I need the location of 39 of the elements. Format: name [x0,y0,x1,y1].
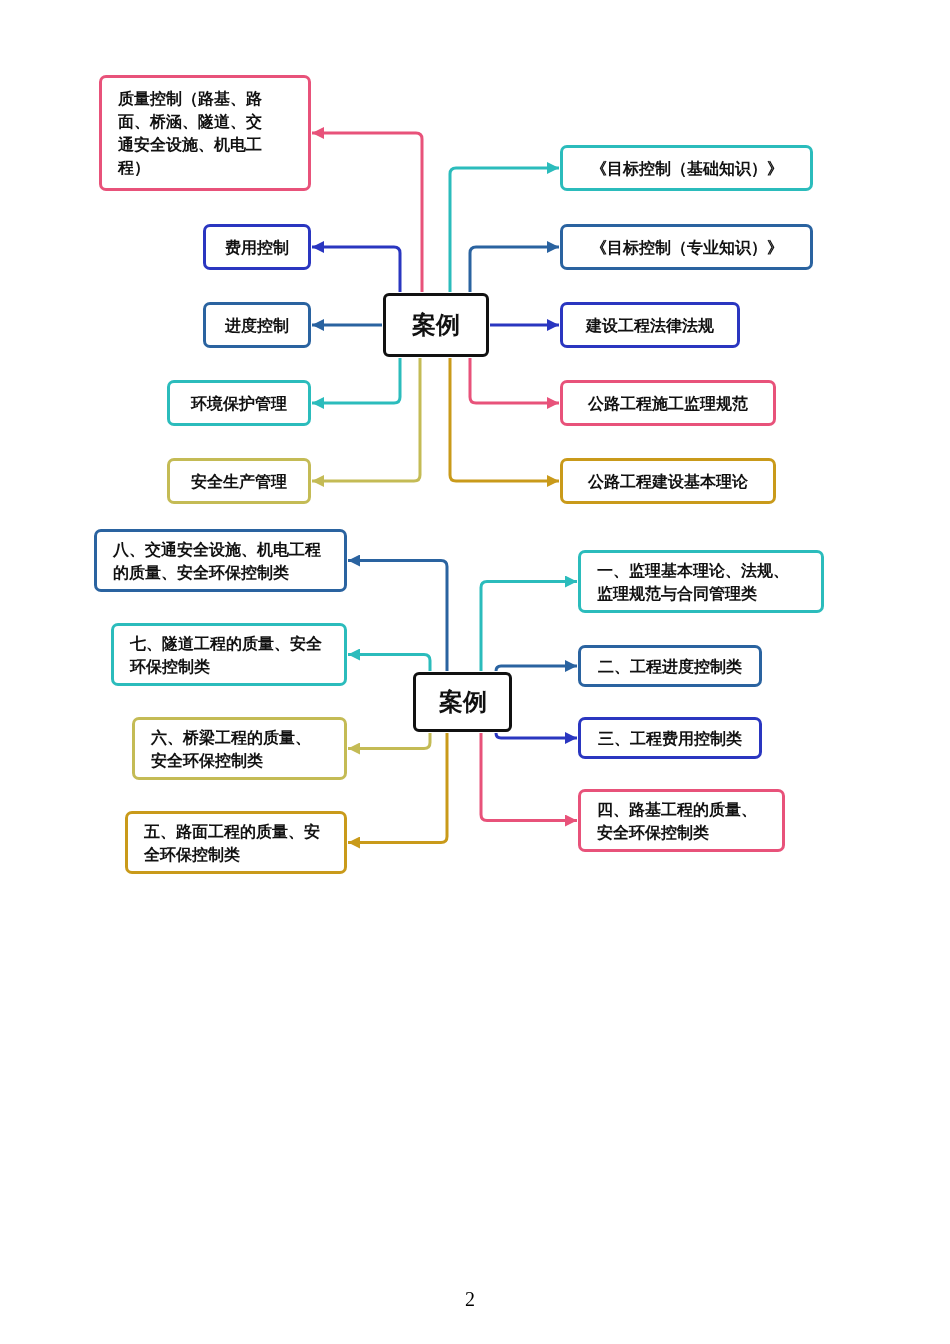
topic-box: 公路工程施工监理规范 [560,380,776,426]
arrow [312,358,422,487]
arrow [468,358,559,409]
arrow [468,241,559,292]
arrow [312,127,424,292]
center-box: 案例 [383,293,489,357]
topic-box: 《目标控制（基础知识）》 [560,145,813,191]
topic-box: 进度控制 [203,302,311,348]
arrow [479,733,577,827]
arrow [448,162,559,292]
arrow [312,241,402,292]
topic-box: 二、工程进度控制类 [578,645,762,687]
arrow [479,575,577,671]
page-number: 2 [465,1288,475,1311]
topic-box: 环境保护管理 [167,380,311,426]
topic-box: 费用控制 [203,224,311,270]
topic-box: 安全生产管理 [167,458,311,504]
topic-box: 一、监理基本理论、法规、监理规范与合同管理类 [578,550,824,613]
arrow [348,733,432,755]
topic-box: 《目标控制（专业知识）》 [560,224,813,270]
topic-box: 八、交通安全设施、机电工程的质量、安全环保控制类 [94,529,347,592]
arrow [348,733,449,849]
topic-box: 公路工程建设基本理论 [560,458,776,504]
topic-box: 六、桥梁工程的质量、安全环保控制类 [132,717,347,780]
topic-box: 建设工程法律法规 [560,302,740,348]
arrow [494,660,577,673]
topic-box: 四、路基工程的质量、安全环保控制类 [578,789,785,852]
topic-box: 七、隧道工程的质量、安全环保控制类 [111,623,347,686]
topic-box: 五、路面工程的质量、安全环保控制类 [125,811,347,874]
topic-box: 三、工程费用控制类 [578,717,762,759]
arrow [348,554,449,671]
arrow [494,731,577,744]
topic-box: 质量控制（路基、路面、桥涵、隧道、交通安全设施、机电工程） [99,75,311,191]
arrow [312,319,382,331]
arrow [312,358,402,409]
arrow [448,358,559,487]
arrow [348,648,432,671]
arrow [490,319,559,331]
center-box: 案例 [413,672,512,732]
